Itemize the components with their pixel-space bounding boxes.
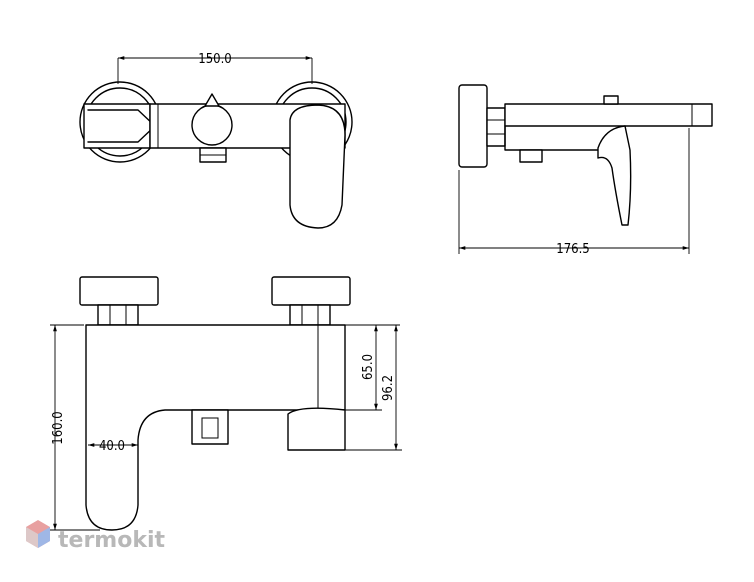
dim-side-length: 176.5 (556, 242, 589, 257)
top-view: 150.0 (79, 52, 353, 229)
dim-front-spout-width: 40.0 (99, 439, 125, 454)
brand-name: termokit (58, 528, 165, 553)
front-view: 160.0 40.0 65.0 96.2 (50, 276, 402, 531)
dim-front-drop: 160.0 (51, 411, 66, 444)
dim-top-width: 150.0 (198, 52, 231, 67)
brand-logo-icon (26, 520, 50, 548)
dim-front-height-65: 65.0 (361, 354, 376, 380)
side-view: 176.5 (458, 84, 713, 257)
brand-watermark: termokit (26, 520, 165, 553)
dim-front-height-total: 96.2 (381, 375, 396, 401)
